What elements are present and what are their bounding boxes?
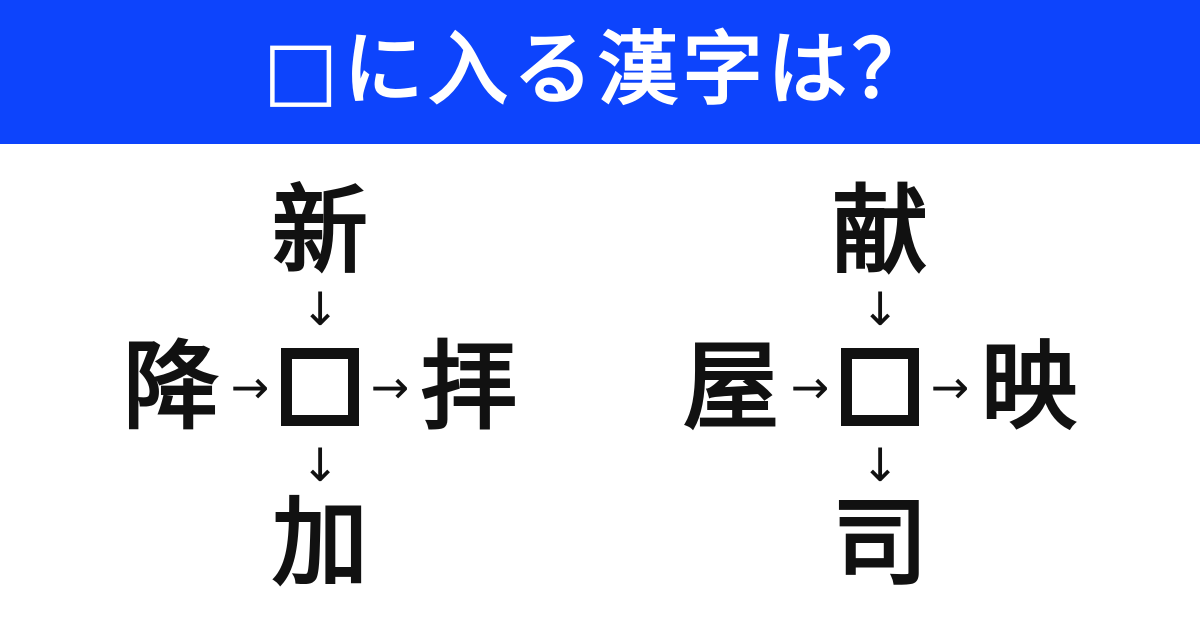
arrow-right-icon-out: → [370, 360, 410, 414]
puzzle-left-top-column: 新 ↓ [260, 183, 380, 339]
header-banner: □に入る漢字は？ [0, 0, 1200, 144]
arrow-down-icon: ↓ [300, 438, 340, 492]
puzzle-left-bottom-column: ↓ 加 [260, 435, 380, 591]
kanji-right: 映 [981, 331, 1077, 443]
blank-answer-box[interactable] [281, 348, 359, 426]
kanji-top: 新 [272, 175, 368, 287]
kanji-bottom: 司 [832, 487, 928, 599]
arrow-down-icon: ↓ [860, 438, 900, 492]
arrow-right-icon-in: → [230, 360, 270, 414]
puzzle-right-bottom-column: ↓ 司 [820, 435, 940, 591]
arrow-down-icon: ↓ [300, 282, 340, 336]
kanji-top: 献 [832, 175, 928, 287]
puzzle-group-right: 献 ↓ 屋 → → 映 ↓ 司 [600, 172, 1160, 602]
puzzle-left-middle-row: 降 → → 拝 [109, 339, 531, 435]
blank-answer-box[interactable] [841, 348, 919, 426]
kanji-bottom: 加 [272, 487, 368, 599]
puzzle-right-middle-row: 屋 → → 映 [669, 339, 1091, 435]
puzzle-right-top-column: 献 ↓ [820, 183, 940, 339]
arrow-right-icon-out: → [930, 360, 970, 414]
kanji-right: 拝 [421, 331, 517, 443]
puzzle-group-left: 新 ↓ 降 → → 拝 ↓ 加 [40, 172, 600, 602]
kanji-left: 屋 [683, 331, 779, 443]
arrow-down-icon: ↓ [860, 282, 900, 336]
puzzle-area: 新 ↓ 降 → → 拝 ↓ 加 献 ↓ 屋 → [0, 144, 1200, 630]
kanji-left: 降 [123, 331, 219, 443]
arrow-right-icon-in: → [790, 360, 830, 414]
page-title: □に入る漢字は？ [263, 23, 937, 116]
